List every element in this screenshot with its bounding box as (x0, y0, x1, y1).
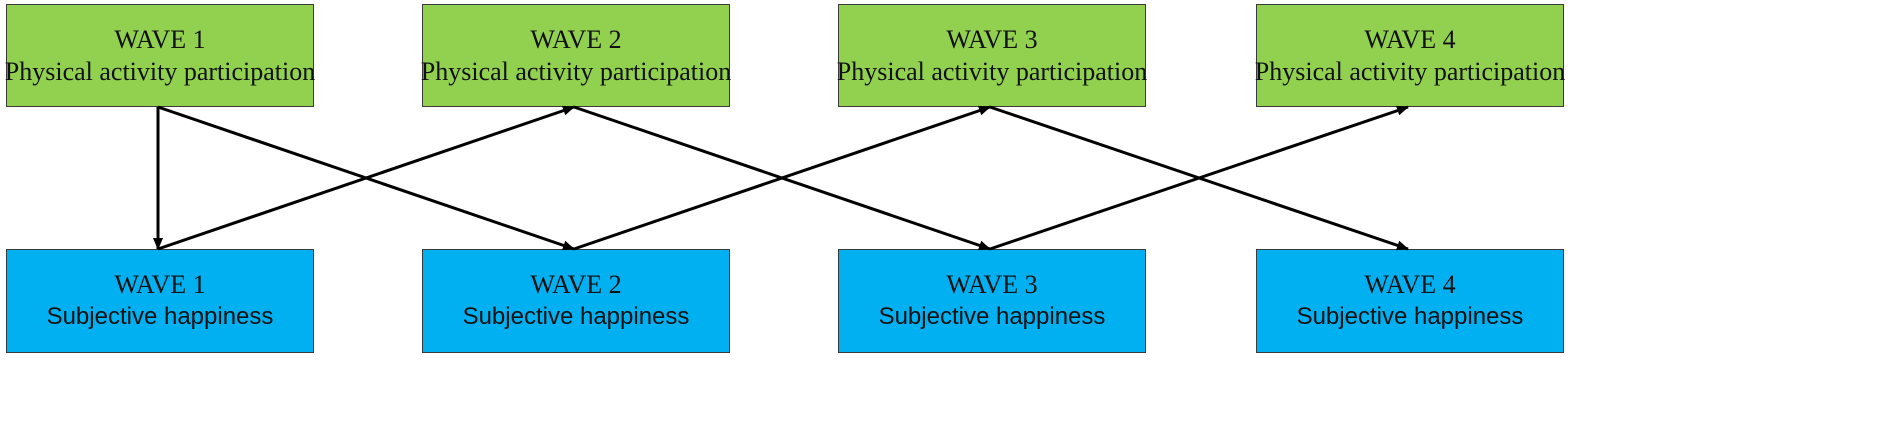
happiness-wave-3-title: WAVE 3 (946, 270, 1038, 299)
activity-wave-3-box: WAVE 3 Physical activity participation (836, 4, 1148, 107)
activity-wave-4-box: WAVE 4 Physical activity participation (1254, 4, 1566, 107)
activity-wave-1-label: Physical activity participation (4, 56, 316, 86)
arrow-bottom-1-to-top-2 (573, 105, 991, 251)
happiness-wave-3-box: WAVE 3 Subjective happiness (838, 249, 1146, 353)
activity-wave-2-title: WAVE 2 (530, 24, 622, 54)
arrow-top-1-to-bottom-2 (573, 105, 991, 251)
happiness-wave-1-title: WAVE 1 (114, 270, 206, 299)
happiness-wave-2-label: Subjective happiness (462, 303, 690, 330)
edge-group (153, 105, 1409, 251)
arrow-top-0-to-bottom-1 (157, 105, 575, 251)
activity-wave-4-title: WAVE 4 (1364, 24, 1456, 54)
arrow-bottom-0-to-top-1 (157, 105, 575, 251)
activity-wave-3-title: WAVE 3 (946, 24, 1038, 54)
activity-wave-1-box: WAVE 1 Physical activity participation (4, 4, 316, 107)
arrow-top-2-to-bottom-3 (989, 105, 1409, 251)
activity-wave-2-box: WAVE 2 Physical activity participation (420, 4, 732, 107)
happiness-wave-2-box: WAVE 2 Subjective happiness (422, 249, 730, 353)
happiness-wave-4-box: WAVE 4 Subjective happiness (1256, 249, 1564, 353)
happiness-wave-3-label: Subjective happiness (878, 303, 1106, 330)
activity-wave-2-label: Physical activity participation (420, 56, 732, 86)
activity-wave-3-label: Physical activity participation (836, 56, 1148, 86)
happiness-wave-1-box: WAVE 1 Subjective happiness (6, 249, 314, 353)
activity-wave-4-label: Physical activity participation (1254, 56, 1566, 86)
happiness-wave-4-title: WAVE 4 (1364, 270, 1456, 299)
happiness-wave-1-label: Subjective happiness (46, 303, 274, 330)
happiness-wave-2-title: WAVE 2 (530, 270, 622, 299)
activity-wave-1-title: WAVE 1 (114, 24, 206, 54)
happiness-wave-4-label: Subjective happiness (1296, 303, 1524, 330)
arrow-bottom-2-to-top-3 (989, 105, 1409, 251)
